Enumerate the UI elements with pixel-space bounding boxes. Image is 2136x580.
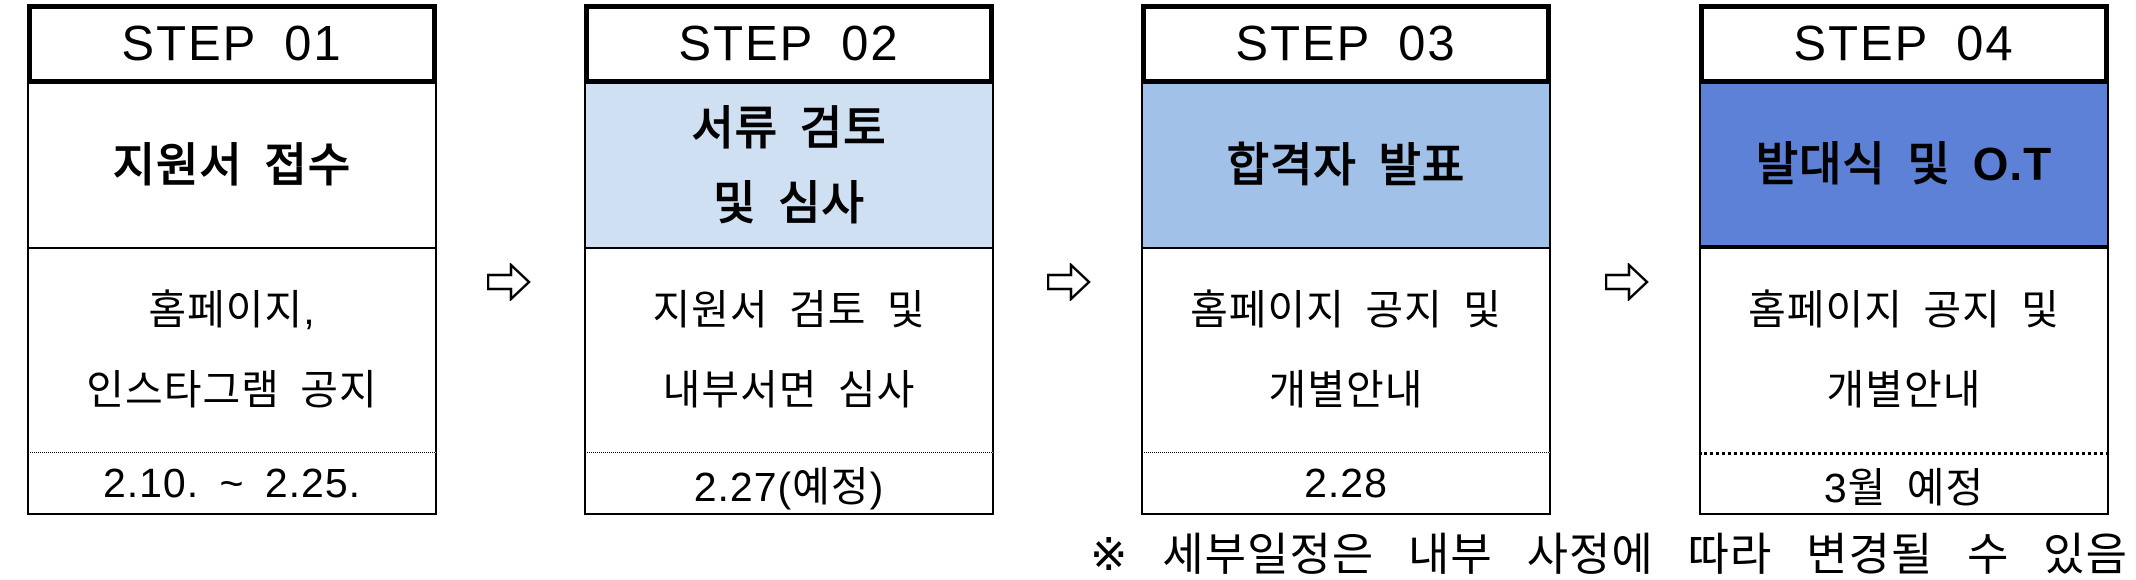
right-arrow-icon xyxy=(1605,263,1649,301)
step-03-header: STEP 03 xyxy=(1141,4,1551,84)
right-arrow-icon xyxy=(487,263,531,301)
step-04-header: STEP 04 xyxy=(1699,4,2109,84)
step-02-title: 서류 검토 및 심사 xyxy=(584,84,994,249)
step-03-description: 홈페이지 공지 및 개별안내 xyxy=(1141,249,1551,452)
step-01-date: 2.10. ~ 2.25. xyxy=(27,452,437,515)
step-04-date: 3월 예정 xyxy=(1699,452,2109,515)
step-03-title: 합격자 발표 xyxy=(1141,84,1551,249)
right-arrow-icon xyxy=(1047,263,1091,301)
step-01-description: 홈페이지, 인스타그램 공지 xyxy=(27,249,437,452)
step-02-date: 2.27(예정) xyxy=(584,452,994,515)
step-02-header: STEP 02 xyxy=(584,4,994,84)
step-01-header: STEP 01 xyxy=(27,4,437,84)
step-03-box: STEP 03 합격자 발표 홈페이지 공지 및 개별안내 2.28 xyxy=(1141,4,1551,515)
footnote: ※ 세부일정은 내부 사정에 따라 변경될 수 있음 xyxy=(1089,529,2128,580)
step-01-title: 지원서 접수 xyxy=(27,84,437,249)
step-04-box: STEP 04 발대식 및 O.T 홈페이지 공지 및 개별안내 3월 예정 xyxy=(1699,4,2109,515)
step-04-description: 홈페이지 공지 및 개별안내 xyxy=(1699,249,2109,452)
step-04-title: 발대식 및 O.T xyxy=(1699,84,2109,249)
step-02-box: STEP 02 서류 검토 및 심사 지원서 검토 및 내부서면 심사 2.27… xyxy=(584,4,994,515)
step-01-box: STEP 01 지원서 접수 홈페이지, 인스타그램 공지 2.10. ~ 2.… xyxy=(27,4,437,515)
step-03-date: 2.28 xyxy=(1141,452,1551,515)
step-02-description: 지원서 검토 및 내부서면 심사 xyxy=(584,249,994,452)
